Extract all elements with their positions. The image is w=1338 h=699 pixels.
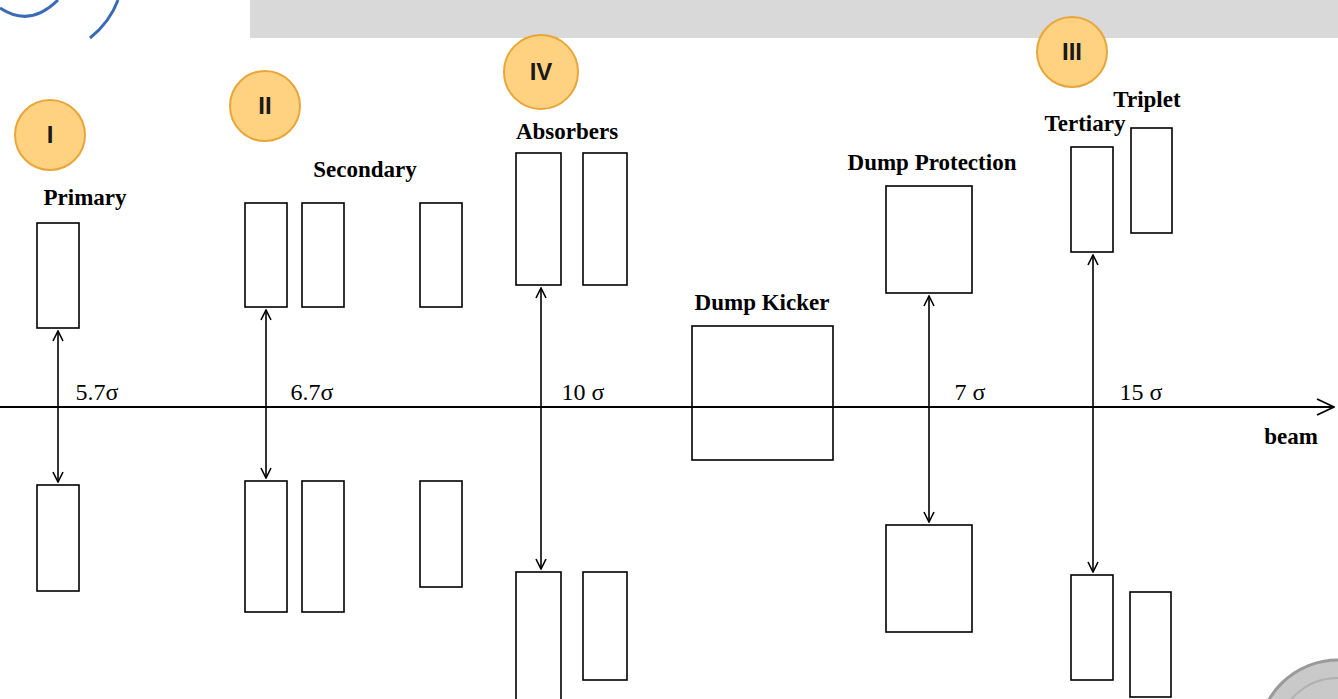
aperture-value: 15 σ xyxy=(1118,379,1165,405)
aperture-value: 5.7σ xyxy=(74,379,121,405)
stage-circle: I xyxy=(14,99,86,171)
collimator-label: Primary xyxy=(43,185,126,210)
collimator-label: Dump Kicker xyxy=(695,290,830,315)
aperture-value: 6.7σ xyxy=(289,379,336,405)
collimator-label: Triplet xyxy=(1113,87,1180,112)
stage-circle: III xyxy=(1036,16,1108,88)
collimator-label: Tertiary xyxy=(1045,111,1126,136)
collimator-label: Dump Protection xyxy=(848,150,1017,175)
stage-circle: IV xyxy=(503,34,579,110)
axis-label: beam xyxy=(1264,424,1318,449)
collimator-label: Absorbers xyxy=(516,119,618,144)
stage-number: II xyxy=(258,92,271,120)
aperture-value: 10 σ xyxy=(560,379,607,405)
stage-number: III xyxy=(1062,38,1082,66)
aperture-value: 7 σ xyxy=(953,379,988,405)
stage-number: I xyxy=(47,121,54,149)
stage-circle: II xyxy=(229,70,301,142)
stage-number: IV xyxy=(530,58,553,86)
collimator-label: Secondary xyxy=(313,157,417,182)
